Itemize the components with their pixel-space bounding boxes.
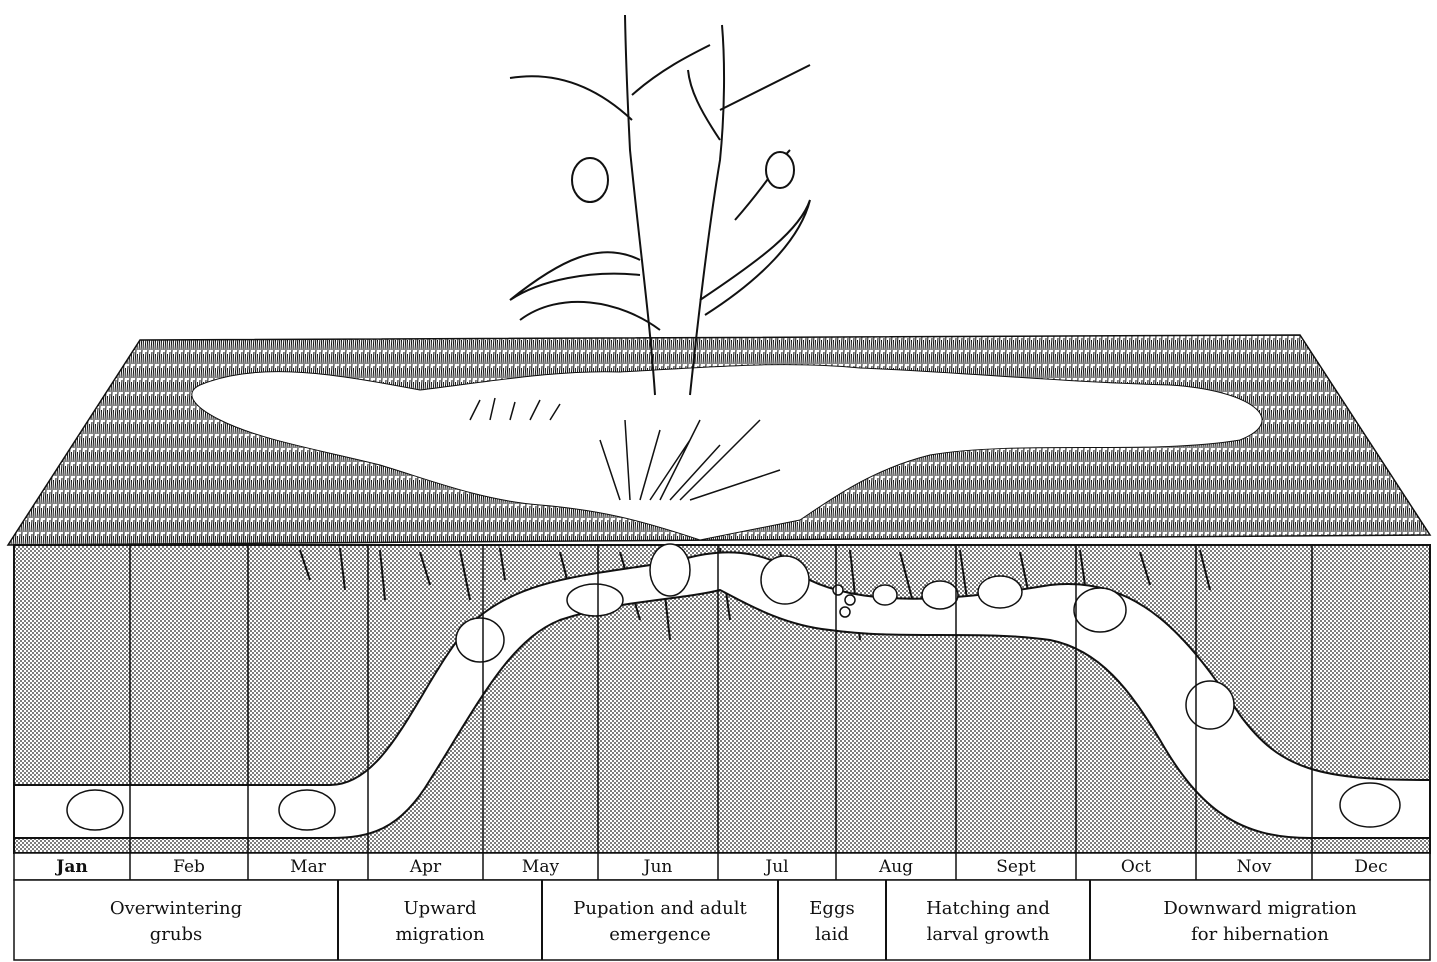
month-label: Mar — [290, 857, 327, 877]
stage-label-line2: emergence — [609, 924, 710, 945]
month-row-frame — [14, 853, 1430, 880]
egg-icon — [840, 607, 850, 617]
grub-icon — [1074, 588, 1126, 632]
grub-icon — [978, 576, 1022, 608]
stage-label-line1: Hatching and — [926, 898, 1050, 919]
grub-icon — [1340, 783, 1400, 827]
month-label: Sept — [996, 857, 1036, 877]
egg-icon — [845, 595, 855, 605]
month-label: Jul — [763, 857, 788, 877]
stage-label-line1: Upward — [404, 898, 477, 919]
stage-label-line1: Downward migration — [1163, 898, 1357, 919]
month-label: Dec — [1354, 857, 1387, 877]
stage-label-line1: Overwintering — [110, 898, 242, 919]
egg-icon — [833, 585, 843, 595]
month-label: Oct — [1121, 857, 1151, 877]
month-label: Aug — [878, 857, 913, 877]
month-label: May — [522, 857, 560, 877]
month-label: Apr — [409, 857, 442, 877]
stage-label-line2: grubs — [150, 924, 202, 945]
grub-icon — [279, 790, 335, 830]
stage-label-line2: laid — [815, 924, 849, 945]
grub-icon — [873, 585, 897, 605]
stage-label-line2: larval growth — [927, 924, 1050, 945]
grub-icon — [1186, 681, 1234, 729]
stage-row-frame — [14, 880, 1430, 960]
stage-label-line1: Pupation and adult — [573, 898, 747, 919]
pupa-icon — [567, 584, 623, 616]
adult-beetle-icon — [761, 556, 809, 604]
month-label: Feb — [173, 857, 205, 877]
grub-icon — [456, 618, 504, 662]
soil-block — [14, 544, 1430, 853]
month-label: Nov — [1237, 857, 1272, 877]
stage-label-line1: Eggs — [809, 898, 854, 919]
grub-icon — [922, 581, 958, 609]
grub-icon — [67, 790, 123, 830]
month-label: Jun — [642, 857, 673, 877]
ground-surface — [8, 335, 1430, 545]
month-row: Jan Feb Mar Apr May Jun Jul Aug Sept Oct Nov Dec — [14, 853, 1430, 880]
pupa-icon — [650, 544, 690, 596]
stage-label-line2: for hibernation — [1191, 924, 1329, 945]
stage-row: Overwintering grubs Upward migration Pupatio… — [14, 880, 1430, 960]
stage-label-line2: migration — [395, 924, 485, 945]
month-label: Jan — [54, 857, 87, 877]
